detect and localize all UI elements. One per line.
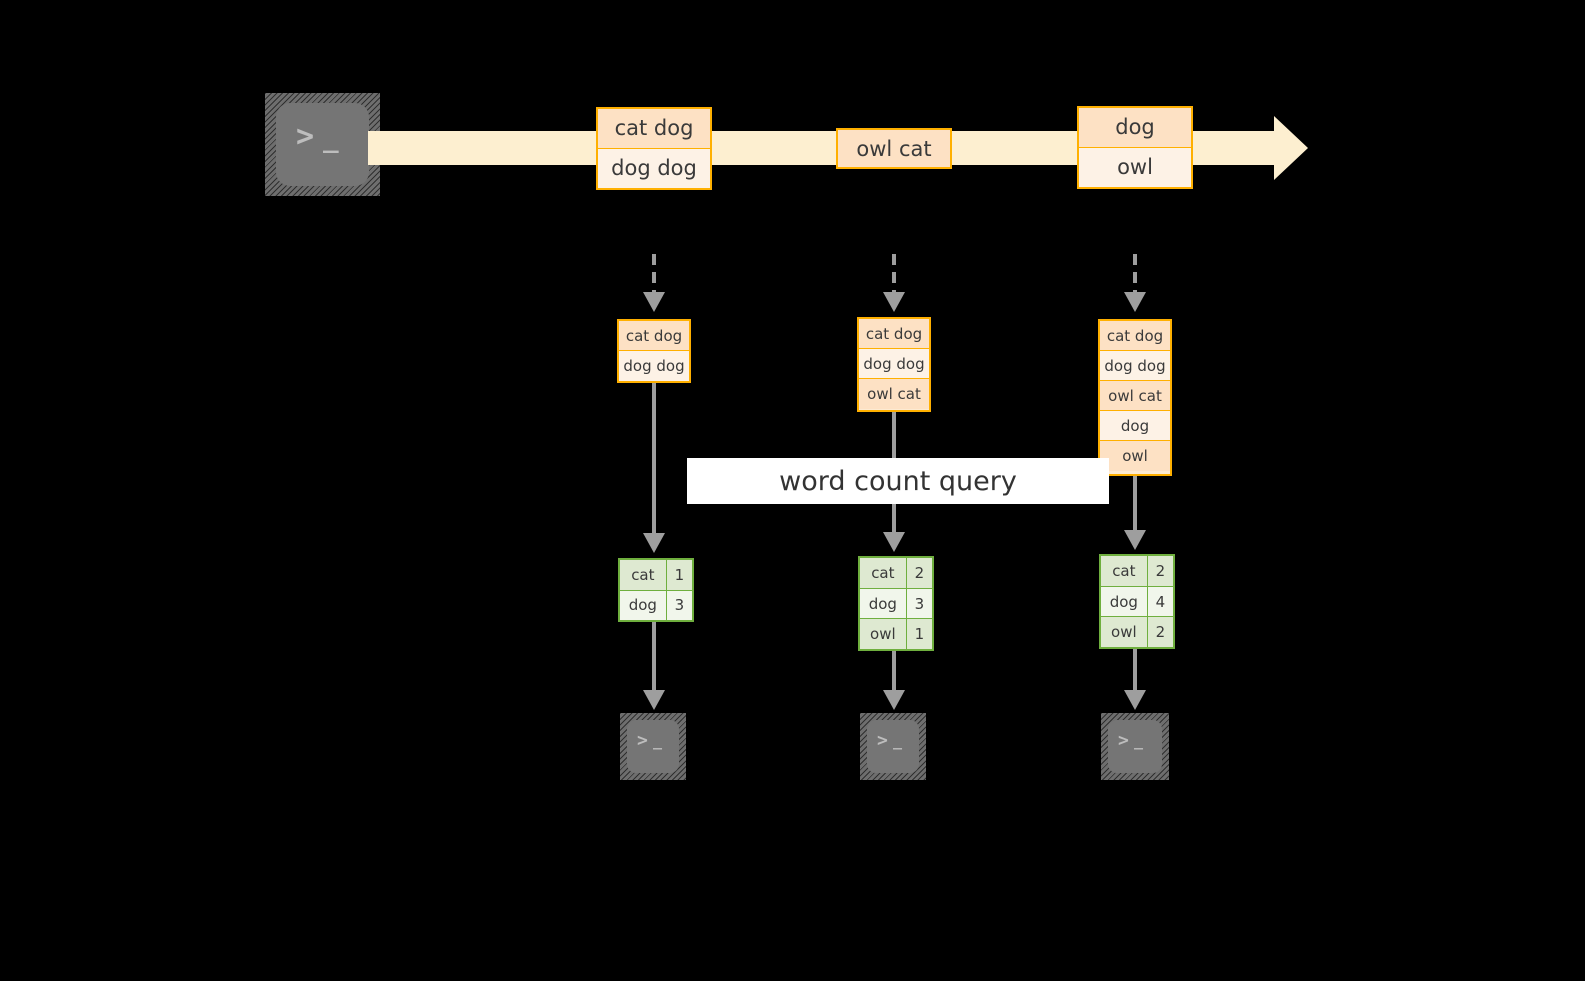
stream-event-group-1: cat dog dog dog <box>596 107 712 190</box>
stream-event-line: cat dog <box>598 109 710 149</box>
connector-dashed-col3 <box>1133 254 1137 292</box>
terminal-cursor-glyph: _ <box>893 732 903 750</box>
snapshot-2-table: cat dog dog dog owl cat <box>857 317 931 412</box>
result-count: 1 <box>906 619 932 650</box>
snapshot-table-line: owl cat <box>859 379 929 409</box>
stream-arrowhead-icon <box>1274 116 1308 180</box>
connector-arrowhead-icon <box>883 690 905 710</box>
stream-event-line: owl cat <box>838 130 950 167</box>
snapshot-1-sink-terminal-icon: > _ <box>620 713 686 780</box>
result-word: dog <box>620 590 667 620</box>
snapshot-table-line: dog dog <box>859 349 929 379</box>
snapshot-table-line: owl <box>1100 441 1170 471</box>
connector-arrowhead-icon <box>643 292 665 312</box>
connector-col3-to-sink <box>1133 649 1137 690</box>
snapshot-table-line: dog dog <box>1100 351 1170 381</box>
result-row: dog 3 <box>620 590 692 620</box>
terminal-cursor-glyph: _ <box>653 732 663 750</box>
result-count: 2 <box>906 558 932 588</box>
terminal-body <box>627 720 679 773</box>
connector-arrowhead-icon <box>643 690 665 710</box>
query-label: word count query <box>687 458 1109 504</box>
connector-col3-to-result <box>1133 476 1137 530</box>
connector-arrowhead-icon <box>643 533 665 553</box>
result-word: cat <box>1101 556 1148 586</box>
terminal-body <box>276 103 369 186</box>
connector-col1-to-result <box>652 383 656 533</box>
result-count: 4 <box>1147 586 1173 617</box>
connector-col2-to-sink <box>892 651 896 690</box>
terminal-cursor-glyph: _ <box>1134 732 1144 750</box>
stream-event-line: dog dog <box>598 148 710 188</box>
result-word: dog <box>860 588 907 619</box>
terminal-prompt-glyph: > <box>637 730 648 751</box>
terminal-body <box>867 720 919 773</box>
result-count: 3 <box>666 590 692 620</box>
connector-arrowhead-icon <box>1124 292 1146 312</box>
connector-arrowhead-icon <box>1124 530 1146 550</box>
snapshot-1-result-table: cat 1 dog 3 <box>618 558 694 622</box>
connector-arrowhead-icon <box>1124 690 1146 710</box>
snapshot-table-line: dog dog <box>619 351 689 381</box>
snapshot-table-line: dog <box>1100 411 1170 441</box>
result-word: owl <box>1101 617 1148 648</box>
snapshot-3-result-table: cat 2 dog 4 owl 2 <box>1099 554 1175 649</box>
stream-event-line: dog <box>1079 108 1191 148</box>
snapshot-3-table: cat dog dog dog owl cat dog owl <box>1098 319 1172 476</box>
result-row: owl 2 <box>1101 617 1173 648</box>
query-label-text: word count query <box>779 465 1017 497</box>
result-row: cat 2 <box>860 558 932 589</box>
result-word: cat <box>860 558 907 588</box>
result-count: 1 <box>666 560 692 590</box>
result-word: cat <box>620 560 667 590</box>
source-terminal-icon: > _ <box>265 93 380 196</box>
snapshot-1-table: cat dog dog dog <box>617 319 691 383</box>
result-count: 2 <box>1147 617 1173 648</box>
snapshot-table-line: cat dog <box>619 321 689 351</box>
terminal-prompt-glyph: > <box>296 119 315 154</box>
terminal-body <box>1108 720 1162 773</box>
connector-arrowhead-icon <box>883 292 905 312</box>
connector-arrowhead-icon <box>883 532 905 552</box>
terminal-prompt-glyph: > <box>1118 730 1129 751</box>
snapshot-table-line: cat dog <box>859 319 929 349</box>
snapshot-2-result-table: cat 2 dog 3 owl 1 <box>858 556 934 651</box>
terminal-cursor-glyph: _ <box>323 124 339 154</box>
stream-event-group-3: dog owl <box>1077 106 1193 189</box>
snapshot-3-sink-terminal-icon: > _ <box>1101 713 1169 780</box>
connector-dashed-col2 <box>892 254 896 292</box>
result-count: 2 <box>1147 556 1173 586</box>
connector-col1-to-sink <box>652 622 656 690</box>
connector-dashed-col1 <box>652 254 656 292</box>
result-row: owl 1 <box>860 619 932 650</box>
snapshot-table-line: cat dog <box>1100 321 1170 351</box>
terminal-prompt-glyph: > <box>877 730 888 751</box>
snapshot-2-sink-terminal-icon: > _ <box>860 713 926 780</box>
snapshot-table-line: owl cat <box>1100 381 1170 411</box>
result-row: cat 2 <box>1101 556 1173 587</box>
stream-event-group-2: owl cat <box>836 128 952 169</box>
result-row: dog 4 <box>1101 586 1173 618</box>
result-row: dog 3 <box>860 588 932 620</box>
result-row: cat 1 <box>620 560 692 591</box>
result-count: 3 <box>906 588 932 619</box>
stream-event-line: owl <box>1079 147 1191 187</box>
result-word: owl <box>860 619 907 650</box>
result-word: dog <box>1101 586 1148 617</box>
